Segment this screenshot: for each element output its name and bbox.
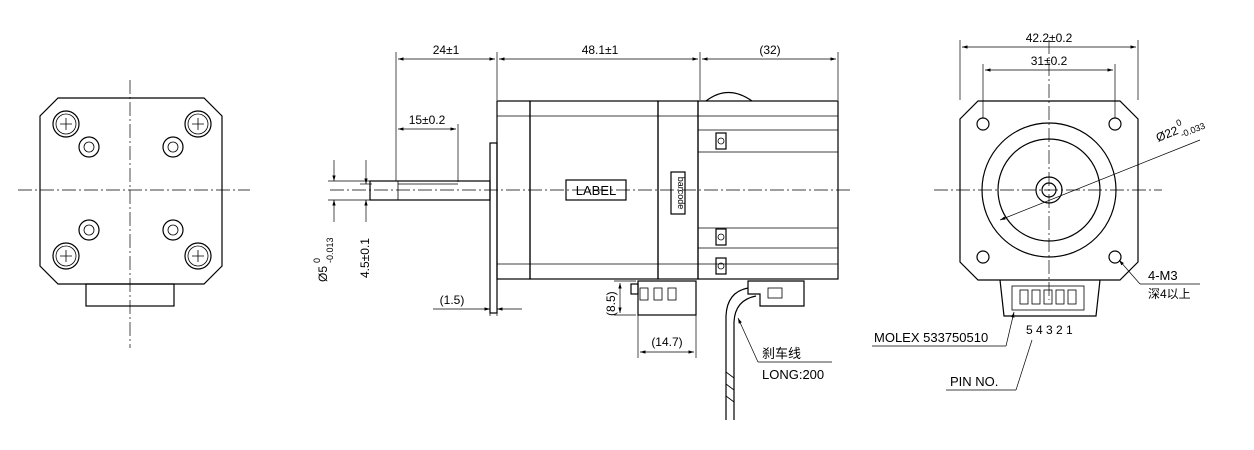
dim-15: 15±0.2	[409, 113, 446, 127]
screw-heads	[52, 110, 212, 270]
screw-spec: 4-M3	[1148, 268, 1178, 283]
dim-8-5: (8.5)	[604, 291, 618, 316]
svg-text:Ø22: Ø22	[1154, 123, 1181, 145]
rear-view	[18, 80, 250, 348]
brake-wire-label: 刹车线	[762, 346, 801, 361]
dim-24: 24±1	[433, 43, 460, 57]
svg-text:0: 0	[1175, 117, 1183, 128]
side-view: LABEL barcode 24±1 48.1±1 (32) 15±0.2	[312, 43, 852, 420]
dim-48-1: 48.1±1	[582, 43, 619, 57]
dim-31: 31±0.2	[1031, 54, 1068, 68]
pin-no-label: PIN NO.	[950, 374, 998, 389]
dim-14-7: (14.7)	[651, 335, 682, 349]
label-text: LABEL	[576, 183, 616, 198]
barcode-box	[670, 171, 686, 215]
screw-depth: 深4以上	[1148, 287, 1191, 301]
svg-text:-0.013: -0.013	[325, 237, 335, 263]
dim-32: (32)	[759, 43, 780, 57]
connector-pins	[1019, 289, 1077, 305]
dim-shaft-diameter: Ø5 0 -0.013	[312, 237, 335, 282]
rear-bosses	[78, 136, 184, 241]
svg-text:0: 0	[312, 258, 322, 263]
wire-length-label: LONG:200	[762, 367, 824, 382]
dim-42-2: 42.2±0.2	[1026, 31, 1073, 45]
pin-numbers: 5 4 3 2 1	[1026, 323, 1073, 337]
connector-part-number: MOLEX 533750510	[874, 330, 988, 345]
svg-text:-0.033: -0.033	[1179, 121, 1206, 140]
front-view: 42.2±0.2 31±0.2 Ø22 0 -0.033 4-M3 深4以上 M…	[872, 31, 1207, 391]
dim-pilot-diameter: Ø22 0 -0.033	[1154, 117, 1207, 145]
dim-4-5: 4.5±0.1	[358, 238, 372, 278]
dim-1-5: (1.5)	[440, 293, 465, 307]
barcode-text: barcode	[676, 177, 686, 210]
label-box	[565, 179, 627, 201]
svg-text:Ø5: Ø5	[316, 266, 330, 282]
